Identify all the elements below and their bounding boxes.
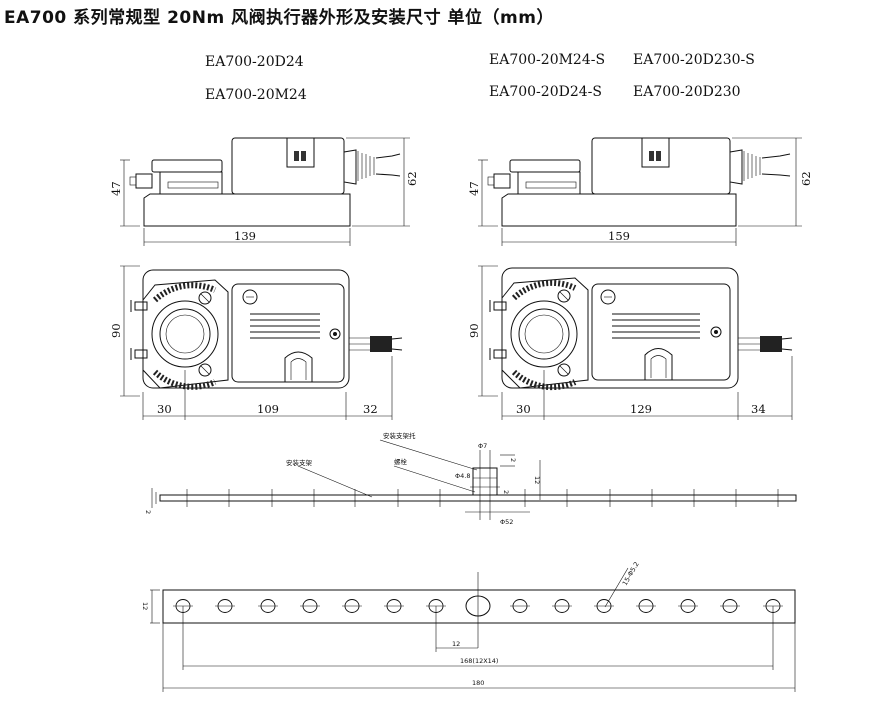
page-title: EA700 系列常规型 20Nm 风阀执行器外形及安装尺寸 单位（mm） xyxy=(4,8,554,28)
dim-left-length: 139 xyxy=(234,229,256,243)
bracket-label-bolt: 螺栓 xyxy=(394,457,408,466)
dim-right-length: 159 xyxy=(608,229,630,243)
dim-right-seg2: 129 xyxy=(630,402,652,416)
model-label-right-2a: EA700-20D24-S xyxy=(489,84,602,100)
bracket-phi52: Φ52 xyxy=(500,518,513,526)
dim-left-seg3: 32 xyxy=(363,402,378,416)
left-side-view: 47 62 139 xyxy=(109,137,419,246)
bracket-dim-2b: 2 xyxy=(502,490,510,494)
right-side-view: 47 62 159 xyxy=(467,137,813,246)
bracket-side-view: 安装支架 安装支架托 螺栓 Φ7 Φ4.8 Φ52 2 12 2 2 xyxy=(144,431,797,526)
dim-right-side-height: 47 xyxy=(467,181,481,196)
dim-left-top-height: 90 xyxy=(109,323,123,338)
dim-right-top-height: 90 xyxy=(467,323,481,338)
bracket-top-view: 15-Φ5.2 12 12 168(12X14) 180 xyxy=(141,560,796,692)
plate-gap: 12 xyxy=(452,640,460,648)
bracket-dim-2c: 2 xyxy=(144,510,152,514)
right-top-view: 90 30 129 34 xyxy=(467,265,793,420)
dim-left-side-height: 47 xyxy=(109,181,123,196)
dim-right-seg1: 30 xyxy=(516,402,531,416)
bracket-phi48: Φ4.8 xyxy=(455,472,470,480)
bracket-phi7: Φ7 xyxy=(478,442,487,450)
dim-right-seg3: 34 xyxy=(751,402,766,416)
plate-pitch: 168(12X14) xyxy=(460,657,498,665)
dim-left-seg1: 30 xyxy=(157,402,172,416)
dim-left-total-height: 62 xyxy=(405,171,419,186)
model-label-right-1a: EA700-20M24-S xyxy=(489,52,606,68)
model-label-right-1b: EA700-20D230-S xyxy=(633,52,755,68)
plate-hole-label: 15-Φ5.2 xyxy=(621,560,641,587)
plate-width: 12 xyxy=(141,602,149,610)
left-top-view: 90 30 109 32 xyxy=(109,265,403,420)
bracket-label-holder: 安装支架托 xyxy=(383,431,416,440)
plate-length: 180 xyxy=(472,679,484,687)
model-label-left-2: EA700-20M24 xyxy=(205,87,307,103)
model-label-left-1: EA700-20D24 xyxy=(205,54,304,70)
model-label-right-2b: EA700-20D230 xyxy=(633,84,741,100)
bracket-dim-2a: 2 xyxy=(509,458,517,462)
bracket-dim-12: 12 xyxy=(533,476,541,484)
dim-left-seg2: 109 xyxy=(257,402,279,416)
bracket-label-install: 安装支架 xyxy=(286,458,313,467)
dim-right-total-height: 62 xyxy=(799,171,813,186)
